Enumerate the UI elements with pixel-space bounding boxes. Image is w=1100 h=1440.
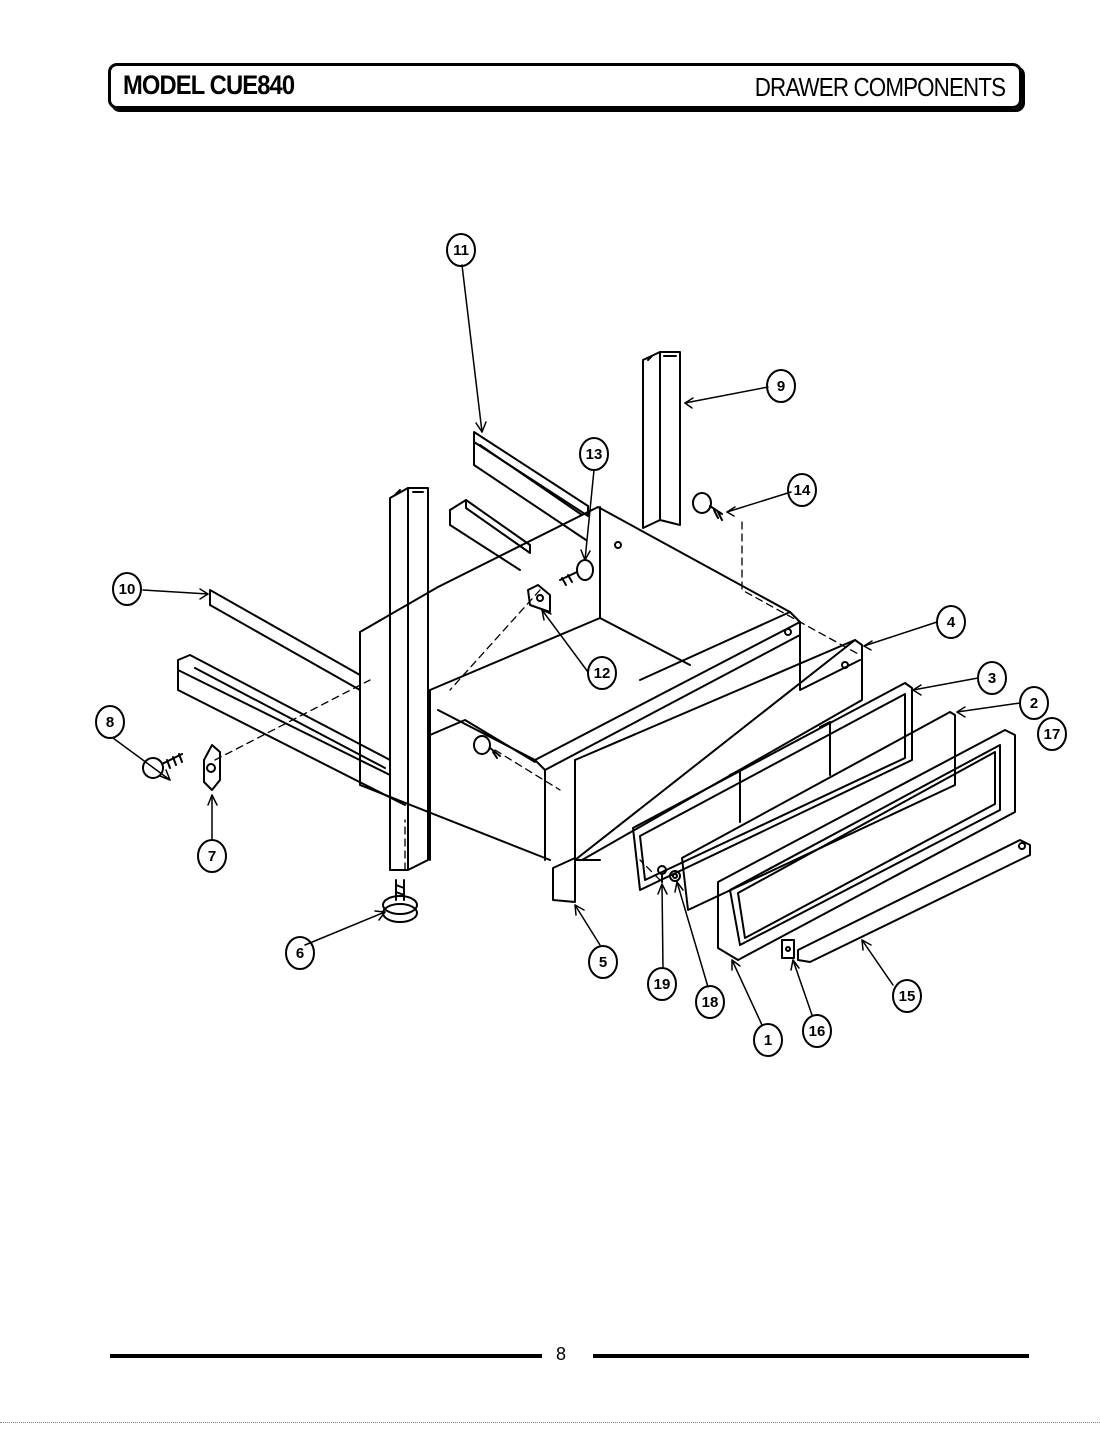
callout-circle — [95, 705, 125, 739]
callout-circle — [753, 1023, 783, 1057]
callout-3: 3 — [988, 670, 996, 687]
callout-6: 6 — [296, 945, 304, 962]
callout-4: 4 — [947, 614, 956, 631]
part-13-screw — [559, 559, 594, 586]
callout-13: 13 — [586, 446, 603, 463]
part-11-upper-rail — [473, 431, 589, 541]
callout-circle — [1019, 686, 1049, 720]
callout-11: 11 — [453, 242, 469, 259]
drawer-side-screw — [473, 735, 501, 759]
callout-12: 12 — [594, 665, 611, 682]
part-5-skirt — [552, 857, 576, 903]
section-title: DRAWER COMPONENTS — [754, 72, 1006, 102]
part-6-leveler — [382, 879, 418, 923]
part-19-screw — [657, 865, 667, 883]
callout-9: 9 — [777, 378, 785, 395]
callout-circle — [197, 839, 227, 873]
callout-8: 8 — [106, 714, 114, 731]
callout-2: 2 — [1030, 695, 1038, 712]
inner-rail — [449, 499, 531, 571]
callout-15: 15 — [899, 988, 916, 1005]
header-box: MODEL CUE840 DRAWER COMPONENTS — [108, 63, 1022, 109]
callout-circle — [695, 985, 725, 1019]
callout-circle — [587, 656, 617, 690]
scan-edge-line — [0, 1422, 1100, 1423]
callout-7: 7 — [208, 848, 216, 865]
callout-17: 17 — [1044, 726, 1061, 743]
footer-rule-right — [593, 1354, 1029, 1358]
callout-18: 18 — [702, 994, 719, 1011]
drawer-body — [359, 506, 863, 861]
callout-16: 16 — [809, 1023, 826, 1040]
callout-circle — [892, 979, 922, 1013]
part-14-screw — [692, 492, 723, 521]
lower-left-rail — [177, 654, 406, 806]
callout-circle — [802, 1014, 832, 1048]
footer-rule-left — [110, 1354, 542, 1358]
callout-circle — [112, 572, 142, 606]
part-10-left-rail — [209, 589, 361, 691]
part-15-handle — [797, 839, 1031, 963]
callout-5: 5 — [599, 954, 607, 971]
callout-19: 19 — [654, 976, 671, 993]
part-7-spacer — [203, 744, 221, 791]
front-left-post — [389, 487, 429, 871]
callout-circle — [446, 233, 476, 267]
part-9-rear-post — [642, 351, 681, 529]
callout-circle — [977, 661, 1007, 695]
part-1-front — [717, 729, 1016, 961]
callout-circle — [285, 936, 315, 970]
model-title: MODEL CUE840 — [123, 70, 295, 100]
callout-14: 14 — [794, 482, 811, 499]
part-2-panel — [681, 711, 956, 911]
part-12-bracket — [527, 584, 551, 613]
part-8-screw — [142, 753, 183, 779]
callout-circle — [579, 437, 609, 471]
part-3-frame — [632, 682, 913, 891]
callout-circle — [647, 967, 677, 1001]
callout-circle — [766, 369, 796, 403]
callout-circle — [787, 473, 817, 507]
part-18-washer — [669, 870, 681, 882]
callout-10: 10 — [119, 581, 136, 598]
part-16-bracket — [781, 939, 795, 959]
page-number: 8 — [556, 1344, 567, 1364]
callout-circle — [1037, 717, 1067, 751]
callout-circle — [588, 945, 618, 979]
callout-1: 1 — [764, 1032, 772, 1049]
callout-circle — [936, 605, 966, 639]
